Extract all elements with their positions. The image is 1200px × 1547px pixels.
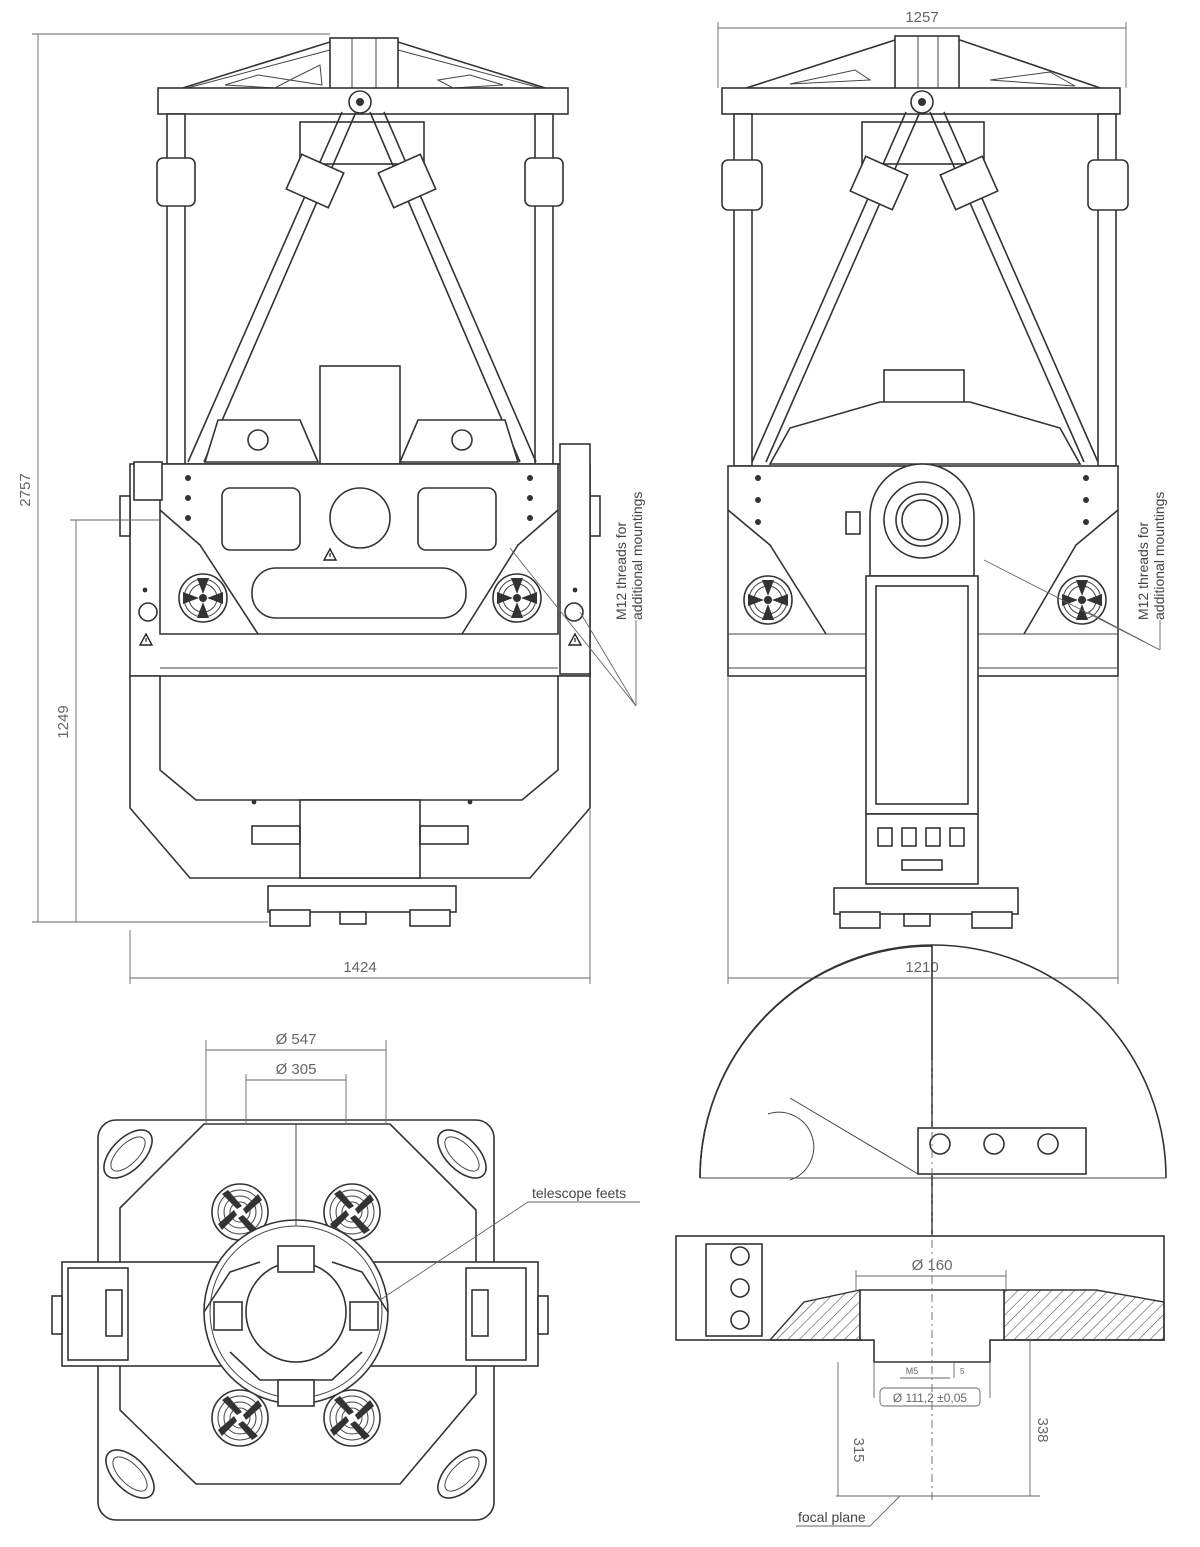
detail-view: Ø 160 M5 5 Ø 111,2 ±0,05 315 338 focal p…: [675, 944, 1167, 1527]
side-note-line1: M12 threads for: [1135, 522, 1151, 620]
dim-front-width: 1424: [343, 959, 376, 976]
dim-side-width: 1210: [905, 959, 938, 976]
dim-338: 338: [1034, 1417, 1051, 1442]
telescope-feet-label: telescope feets: [532, 1185, 626, 1201]
dim-small-5: 5: [960, 1367, 965, 1376]
top-view: Ø 547 Ø 305 telescope feets: [51, 1031, 640, 1521]
dim-outer-diameter: Ø 547: [276, 1031, 317, 1048]
dim-axis-height: 1249: [55, 705, 72, 738]
side-view: 1257 1210 M12 threads for additional mou…: [717, 9, 1167, 984]
front-note-line2: additional mountings: [629, 492, 645, 620]
dim-total-height: 2757: [17, 473, 34, 506]
front-view: 2757 1249 1424 M12 threads for additiona…: [17, 33, 645, 984]
side-note-line2: additional mountings: [1151, 492, 1167, 620]
focal-plane-label: focal plane: [798, 1509, 866, 1525]
dim-thread-m5: M5: [906, 1366, 919, 1376]
dim-tolerance: Ø 111,2 ±0,05: [893, 1391, 968, 1405]
front-note-line1: M12 threads for: [613, 522, 629, 620]
dim-inner-diameter: Ø 305: [276, 1061, 317, 1078]
dim-diameter-160: Ø 160: [912, 1257, 953, 1274]
dim-side-top-width: 1257: [905, 9, 938, 26]
dim-315: 315: [850, 1437, 867, 1462]
